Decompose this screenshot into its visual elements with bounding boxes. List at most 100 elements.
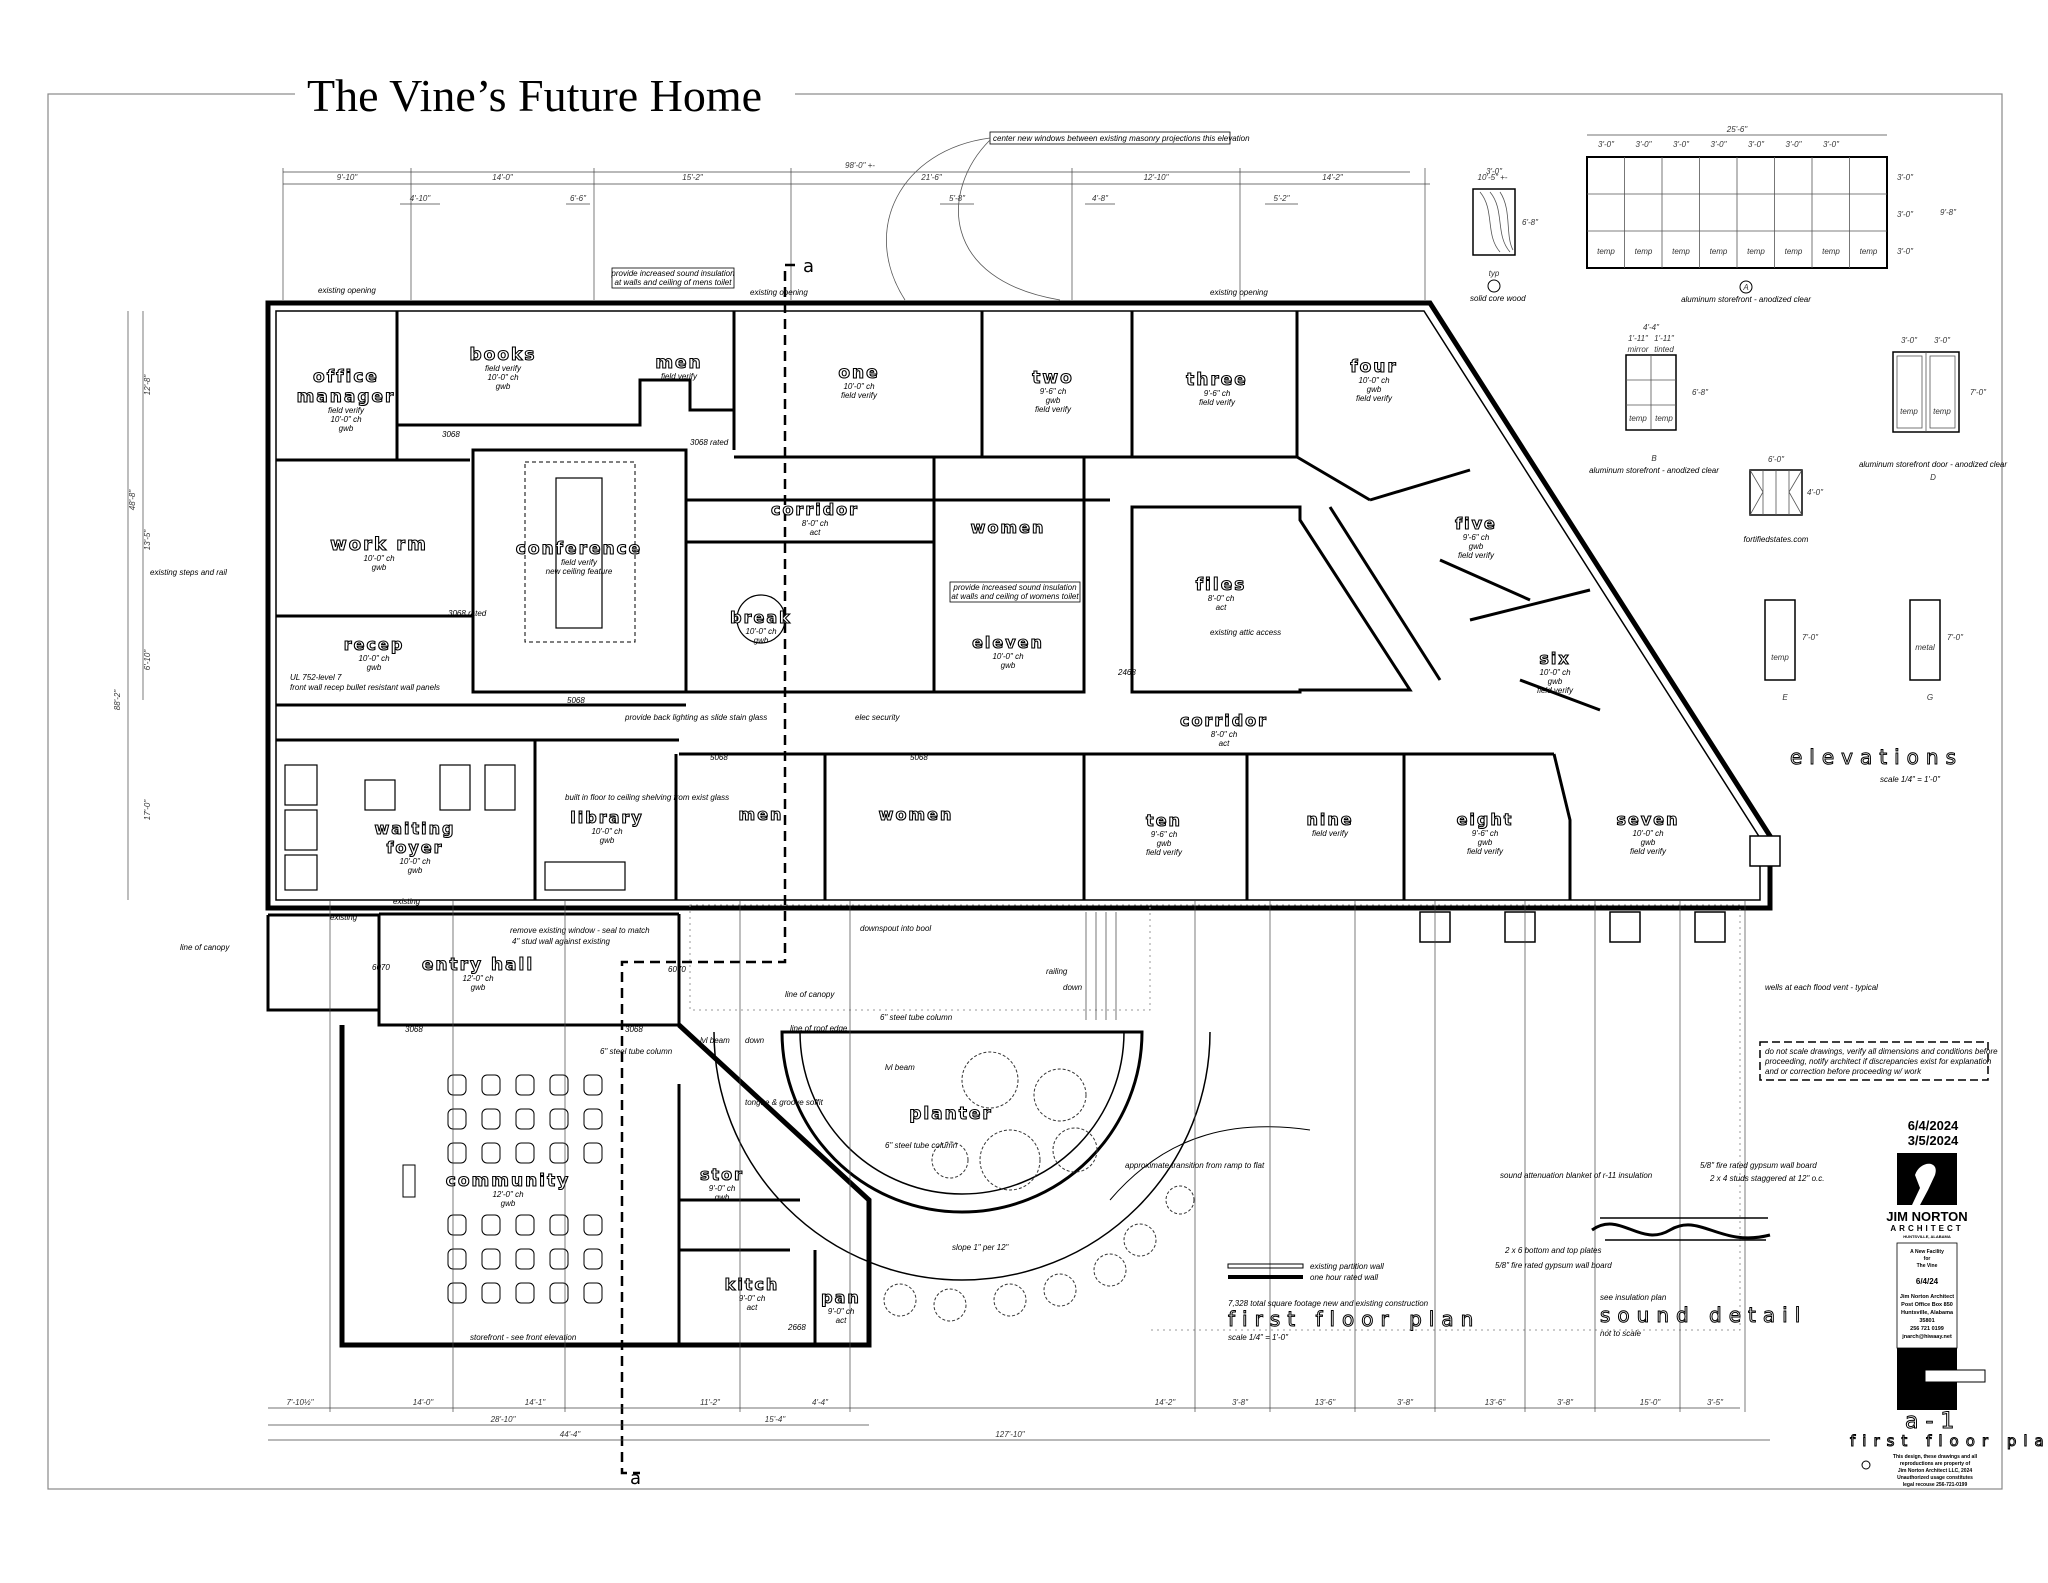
door-tag: 3068 rated — [448, 609, 487, 618]
elev-b-mirror: mirror — [1628, 345, 1649, 354]
note-lvl-beam-2: lvl beam — [885, 1063, 915, 1072]
elev-a-row-height: 3'-0" — [1897, 210, 1914, 219]
community-seating — [447, 1074, 603, 1304]
room-note: 10'-0" ch — [363, 554, 395, 563]
tree-icon — [1123, 1223, 1157, 1257]
room-note: field verify — [1312, 829, 1349, 838]
copyright-line: Unauthorized usage constitutes — [1897, 1475, 1973, 1481]
elev-a-panel: temp — [1785, 247, 1803, 256]
note-line-of-roof-edge: line of roof edge — [790, 1024, 848, 1033]
section-marker-top: a — [803, 256, 814, 277]
elev-e-tag: E — [1782, 693, 1788, 702]
room-note: field verify — [1458, 551, 1495, 560]
room-label: ten — [1146, 811, 1182, 830]
elev-b-tag: B — [1651, 454, 1657, 463]
elev-a-module: 3'-0" — [1711, 140, 1728, 149]
dim-overall-top: 98'-0" +- — [845, 161, 875, 170]
elev-g-height: 7'-0" — [1947, 633, 1964, 642]
elev-d-width: 3'-0" — [1934, 336, 1951, 345]
chair — [515, 1282, 535, 1304]
room-label: conference — [516, 539, 642, 559]
chair — [481, 1282, 501, 1304]
room-note: 9'-0" ch — [739, 1294, 766, 1303]
title-block: 6/4/2024 3/5/2024 JIM NORTON ARCHITECT H… — [1850, 1118, 2048, 1488]
room-label: four — [1350, 357, 1398, 377]
elev-e-height: 7'-0" — [1802, 633, 1819, 642]
room-note: 8'-0" ch — [802, 519, 829, 528]
room-note: 8'-0" ch — [1211, 730, 1238, 739]
waiting-furniture — [284, 764, 626, 891]
door-tag: 3068 rated — [690, 438, 729, 447]
storefront-door-elevation-d: temp temp 3'-0" 3'-0" 7'-0" aluminum sto… — [1859, 336, 2007, 482]
elev-a-tag: A — [1742, 283, 1748, 292]
tree-icon — [931, 1141, 969, 1179]
room-note: gwb — [1548, 677, 1563, 686]
annotations: center new windows between existing maso… — [150, 131, 1878, 1342]
legend-existing-wall: existing partition wall — [1310, 1262, 1384, 1271]
address-line: Post Office Box 850 — [1901, 1302, 1953, 1308]
room-note: field verify — [1199, 398, 1236, 407]
elev-d-tag: D — [1930, 473, 1936, 482]
room-note: 9'-0" ch — [828, 1307, 855, 1316]
chair — [447, 1248, 467, 1270]
dim-top-sub: 6'-6" — [570, 194, 587, 203]
room-note: act — [836, 1316, 847, 1325]
room-note: gwb — [408, 866, 423, 875]
note-elec-security: elec security — [855, 713, 900, 722]
tree-icon — [1043, 1273, 1077, 1307]
plan-heading: first floor plan — [1228, 1307, 1480, 1331]
room-note: field verify — [1146, 848, 1183, 857]
elev-b-module: 1'-11" — [1628, 334, 1649, 343]
room-note: 10'-0" ch — [1632, 829, 1664, 838]
room-label: waiting — [374, 819, 455, 838]
dim-top: 9'-10" — [337, 173, 359, 182]
room-note: 10'-0" ch — [1358, 376, 1390, 385]
elev-e-panel: temp — [1771, 653, 1789, 662]
chair — [481, 1142, 501, 1164]
room-label: two — [1032, 368, 1074, 388]
room-note: 12'-0" ch — [492, 1190, 524, 1199]
wood-door-tag: typ — [1489, 269, 1500, 278]
tree-icon — [993, 1283, 1027, 1317]
wall-legend: existing partition wall one hour rated w… — [1227, 1262, 1384, 1282]
dim-top: 14'-2" — [1322, 173, 1344, 182]
elev-a-panel: temp — [1597, 247, 1615, 256]
note-attic-access: existing attic access — [1210, 628, 1281, 637]
room-note: 9'-6" ch — [1463, 533, 1490, 542]
dim-bottom: 14'-1" — [525, 1398, 547, 1407]
room-note: field verify — [1035, 405, 1072, 414]
dim-top: 15'-2" — [682, 173, 704, 182]
door-tag: 3068 — [405, 1025, 423, 1034]
tree-icon — [933, 1288, 967, 1322]
dim-left: 48'-8" — [128, 489, 137, 511]
room-note: 8'-0" ch — [1208, 594, 1235, 603]
room-label: files — [1196, 575, 1247, 595]
room-note: act — [1216, 603, 1227, 612]
room-note: gwb — [1469, 542, 1484, 551]
note-slope: slope 1" per 12" — [952, 1243, 1010, 1252]
elev-d-height: 7'-0" — [1970, 388, 1987, 397]
note-tongue-groove: tongue & groove soffit — [745, 1098, 824, 1107]
door-tag: 6070 — [668, 965, 686, 974]
note-wells: wells at each flood vent - typical — [1765, 983, 1878, 992]
address-line: jnarch@hiwaay.net — [1901, 1334, 1952, 1340]
room-label: one — [838, 363, 879, 383]
chair — [549, 1282, 569, 1304]
building-walls — [265, 300, 1773, 911]
note-existing-opening-2: existing opening — [750, 288, 808, 297]
chair — [481, 1074, 501, 1096]
project-line: A New Facility — [1910, 1249, 1944, 1255]
elev-b-panel: temp — [1629, 414, 1647, 423]
dim-bottom: 3'-8" — [1232, 1398, 1249, 1407]
room-note: 10'-0" ch — [487, 373, 519, 382]
window-elevation-c: 6'-0" 4'-0" fortifiedstates.com — [1744, 455, 1825, 544]
room-label: library — [570, 808, 643, 827]
storefront-elevation-b: 4'-4" 1'-11" 1'-11" mirror tinted temp t… — [1589, 323, 1719, 475]
room-label: men — [655, 353, 702, 373]
sheet-title-label: first floor plan — [1850, 1432, 2048, 1450]
chair — [447, 1142, 467, 1164]
room-waiting: waiting — [374, 818, 455, 838]
room-label: women — [971, 518, 1046, 537]
